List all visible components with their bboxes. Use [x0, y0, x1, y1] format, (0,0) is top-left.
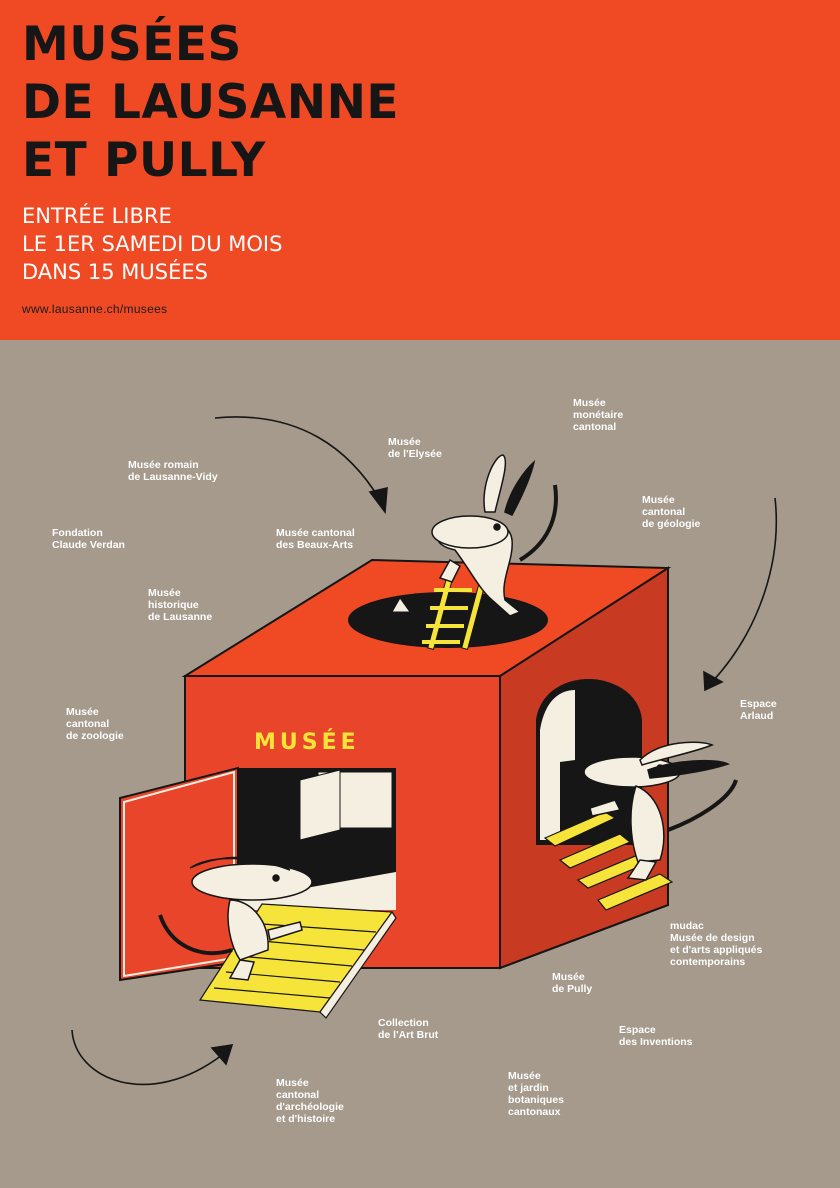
title-line: ET PULLY [22, 133, 266, 188]
museum-label[interactable]: Espace Arlaud [740, 698, 777, 722]
front-doorway [238, 768, 396, 910]
title-line: DE LAUSANNE [22, 75, 400, 130]
title-line: MUSÉES [22, 17, 242, 72]
curved-arrow-top [214, 416, 388, 515]
subtitle-line: ENTRÉE LIBRE [22, 204, 172, 228]
museum-label[interactable]: Musée cantonal d'archéologie et d'histoi… [276, 1077, 344, 1125]
museum-label[interactable]: Collection de l'Art Brut [378, 1017, 439, 1041]
museum-label[interactable]: Musée cantonal de géologie [642, 494, 701, 530]
subtitle-line: DANS 15 MUSÉES [22, 260, 208, 284]
curved-arrow-bottom [71, 1029, 234, 1086]
museum-label[interactable]: Fondation Claude Verdan [52, 527, 125, 551]
museum-label[interactable]: Musée de Pully [552, 971, 593, 995]
dog-side [583, 741, 738, 881]
museum-label[interactable]: Musée romain de Lausanne-Vidy [128, 459, 218, 483]
subtitle-line: LE 1ER SAMEDI DU MOIS [22, 232, 283, 256]
museum-label[interactable]: Musée cantonal de zoologie [66, 706, 124, 742]
museum-label[interactable]: Musée et jardin botaniques cantonaux [508, 1070, 565, 1118]
museum-label[interactable]: Musée historique de Lausanne [148, 587, 213, 623]
dog-front [158, 856, 313, 981]
museum-sign: MUSÉE [254, 730, 360, 755]
museum-label[interactable]: Musée cantonal des Beaux-Arts [276, 527, 355, 551]
side-stairs [543, 811, 674, 911]
museum-label[interactable]: Espace des Inventions [619, 1024, 693, 1048]
curved-arrow-right [703, 497, 778, 692]
museum-label[interactable]: Musée de l'Elysée [388, 436, 442, 460]
website-url: www.lausanne.ch/musees [22, 302, 168, 316]
dog-climbing [431, 454, 558, 617]
museum-label[interactable]: mudac Musée de design et d'arts appliqué… [670, 920, 763, 968]
header-band: MUSÉES DE LAUSANNE ET PULLY ENTRÉE LIBRE… [0, 0, 840, 340]
poster-title: MUSÉES DE LAUSANNE ET PULLY [22, 16, 399, 190]
poster-subtitle: ENTRÉE LIBRE LE 1ER SAMEDI DU MOIS DANS … [22, 202, 282, 286]
museum-label[interactable]: Musée monétaire cantonal [573, 397, 624, 433]
